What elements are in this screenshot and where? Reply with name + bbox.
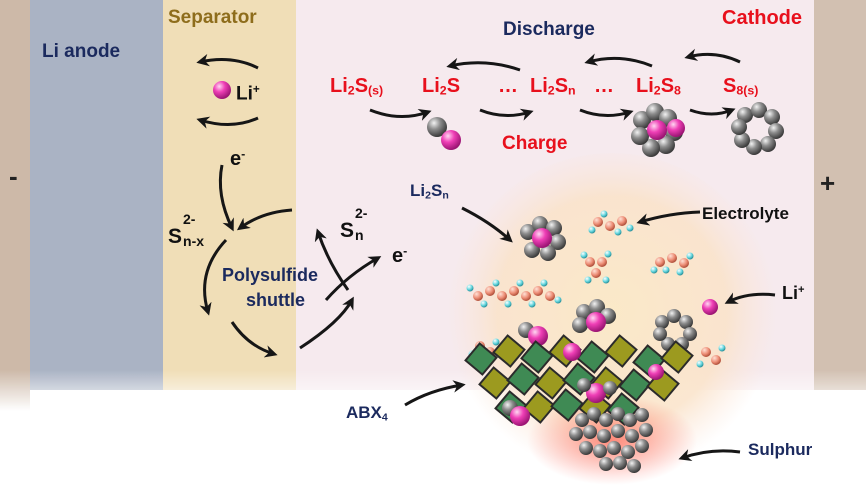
charge-arrow-4	[689, 107, 736, 120]
li-anode-region	[30, 0, 163, 390]
li-ion-sphere	[702, 299, 718, 315]
discharge-label: Discharge	[503, 19, 595, 40]
ellipsis-right: …	[594, 75, 614, 97]
abx4-pointer-arrow	[404, 380, 466, 407]
e-down-arrow	[218, 164, 234, 232]
sn-to-snx-arrow	[236, 208, 293, 231]
li2sn-pointer-arrow	[461, 206, 513, 243]
shuttle-down-arrow	[199, 238, 228, 316]
snx-up-arrow	[314, 228, 350, 291]
li-plus-separator: Li+	[236, 83, 260, 105]
shuttle-up-arrow	[299, 296, 354, 350]
li-arrow-top	[196, 53, 259, 70]
li2s8-species: Li2S8	[636, 75, 681, 98]
li2s-species: Li2S	[422, 75, 461, 98]
electrolyte-pointer-arrow	[636, 210, 701, 226]
li2s-molecule	[427, 117, 461, 150]
charge-arrow-3	[579, 108, 634, 121]
cathode-label: Cathode	[722, 7, 802, 29]
crystal-atoms	[502, 343, 664, 426]
polysulfide-cluster-2	[518, 322, 548, 346]
shuttle-bottom-arrow	[230, 321, 278, 358]
minus-sign: -	[9, 161, 18, 191]
li2sn-chain-species: Li2Sn	[530, 75, 576, 98]
electrolyte-molecule-3	[650, 252, 694, 276]
shuttle-label-line1: Polysulfide	[222, 265, 319, 285]
charge-arrow-2	[479, 108, 534, 121]
charge-label: Charge	[502, 133, 568, 154]
polysulfide-cluster-1	[572, 299, 616, 333]
sulphur-pointer-arrow	[678, 449, 741, 461]
electron-right: e-	[392, 244, 408, 267]
li2sn-label: Li2Sn	[410, 181, 449, 202]
electrolyte-chain	[466, 279, 562, 308]
ellipsis-left: …	[498, 75, 518, 97]
sulphur-label: Sulphur	[748, 440, 813, 459]
li-ion-separator	[213, 81, 231, 99]
electrolyte-molecule-1	[588, 210, 634, 236]
discharge-arrow-2	[584, 53, 653, 68]
e-up-arrow	[324, 256, 382, 301]
separator-region	[163, 0, 296, 390]
discharge-arrow-1	[684, 48, 741, 64]
li-plus-pointer-arrow	[724, 292, 776, 304]
charge-arrow-1	[369, 108, 432, 121]
electron-top: e-	[230, 147, 246, 170]
electrolyte-label: Electrolyte	[702, 204, 789, 223]
anode-label: Li anode	[42, 41, 121, 62]
separator-label: Separator	[168, 7, 257, 28]
s8-ring	[731, 102, 784, 155]
electrolyte-molecule-2	[580, 250, 612, 284]
li-plus-right: Li+	[782, 283, 805, 303]
abx4-label: ABX4	[346, 403, 388, 424]
sulphur-pile	[569, 407, 653, 473]
li2s-solid-species: Li2S(s)	[330, 75, 384, 98]
li2sn-cluster-sphere	[520, 216, 566, 261]
right-current-collector	[814, 0, 866, 390]
shuttle-label-line2: shuttle	[246, 290, 306, 310]
abx4-crystal	[464, 334, 694, 426]
electrolyte-molecule-4	[696, 344, 726, 368]
s8-solid-species: S8(s)	[723, 75, 759, 98]
plus-sign: +	[820, 168, 836, 198]
li2s8-cluster	[631, 103, 685, 157]
li-arrow-bottom	[196, 116, 259, 129]
discharge-arrow-3	[446, 57, 521, 72]
